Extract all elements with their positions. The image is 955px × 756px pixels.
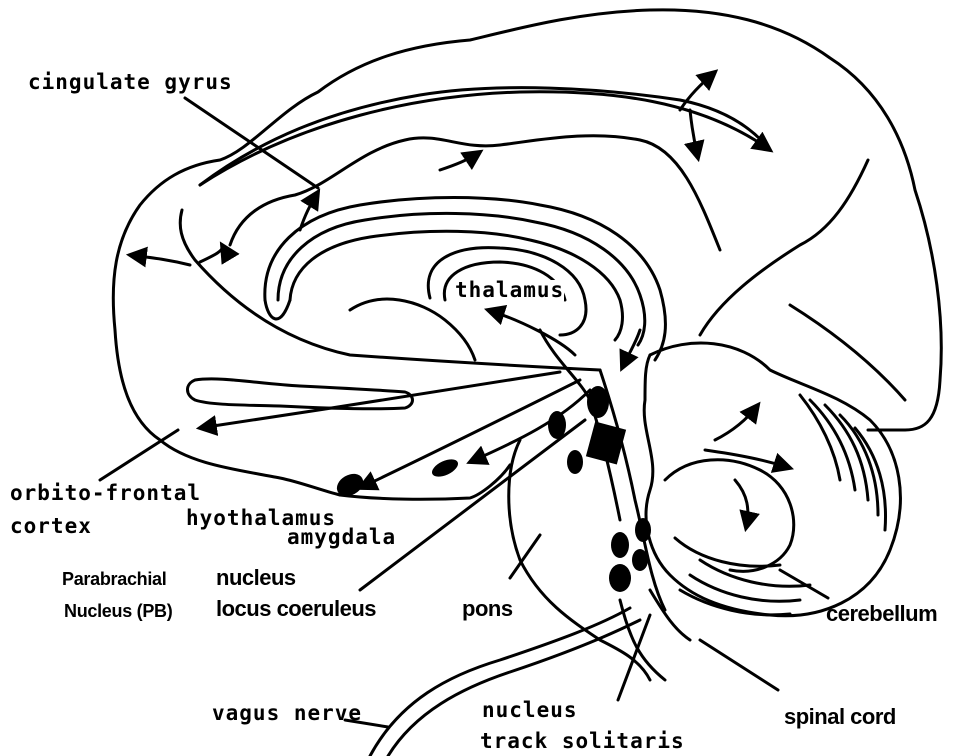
- cerebellum-folia: [675, 395, 886, 615]
- pathway-up-2: [440, 152, 480, 170]
- label-locus-coeruleus: locus coeruleus: [216, 598, 376, 620]
- nts-nucleus-1: [611, 532, 629, 558]
- label-parabrachial-pb: Nucleus (PB): [64, 602, 172, 620]
- label-cortex: cortex: [10, 516, 92, 537]
- leader-spinal: [700, 640, 778, 690]
- fornix-line: [350, 299, 475, 360]
- label-pons: pons: [462, 598, 513, 620]
- label-nts-track: track solitaris: [480, 731, 685, 752]
- label-vagus-nerve: vagus nerve: [212, 703, 362, 724]
- pathway-forward: [622, 330, 640, 368]
- label-orbito-frontal: orbito-frontal: [10, 483, 201, 504]
- label-thalamus: thalamus: [455, 280, 564, 301]
- label-parabrachial: Parabrachial: [62, 570, 166, 588]
- leader-orbito: [100, 430, 178, 480]
- label-amygdala: amygdala: [287, 527, 396, 548]
- parabrachial-nucleus: [586, 421, 626, 464]
- pathway-cereb-3: [735, 480, 748, 528]
- pathway-thalamus: [488, 310, 575, 355]
- pathway-cereb-1: [715, 405, 758, 440]
- pathway-down-1: [690, 110, 698, 158]
- cerebellum-inner: [665, 460, 794, 572]
- leader-cerebellum: [780, 570, 828, 598]
- label-cingulate-gyrus: cingulate gyrus: [28, 72, 233, 93]
- nts-nucleus-4: [632, 549, 648, 571]
- label-spinal-cord: spinal cord: [784, 706, 896, 728]
- label-nucleus-lc: nucleus: [216, 567, 296, 589]
- leader-cingulate: [185, 98, 318, 188]
- amygdala-nucleus: [429, 456, 460, 481]
- callosum-tip: [265, 300, 290, 319]
- spinal-cord-right: [650, 590, 690, 640]
- olfactory-tract: [188, 379, 413, 409]
- pathway-up-3: [300, 192, 318, 230]
- label-nts-nucleus: nucleus: [482, 700, 578, 721]
- brainstem-nucleus-2: [567, 450, 583, 474]
- label-cerebellum: cerebellum: [826, 603, 937, 625]
- pathway-orbito: [200, 372, 560, 428]
- pathway-hypothal: [360, 380, 580, 488]
- pathway-left-1: [130, 255, 190, 265]
- locus-coeruleus-nucleus: [587, 386, 609, 418]
- pathway-right-1: [200, 245, 223, 262]
- occipital-division: [700, 160, 868, 335]
- leader-locus: [360, 420, 585, 590]
- nts-nucleus-3: [609, 564, 631, 592]
- brainstem-nucleus-1: [548, 411, 566, 439]
- nts-nucleus-2: [635, 518, 651, 542]
